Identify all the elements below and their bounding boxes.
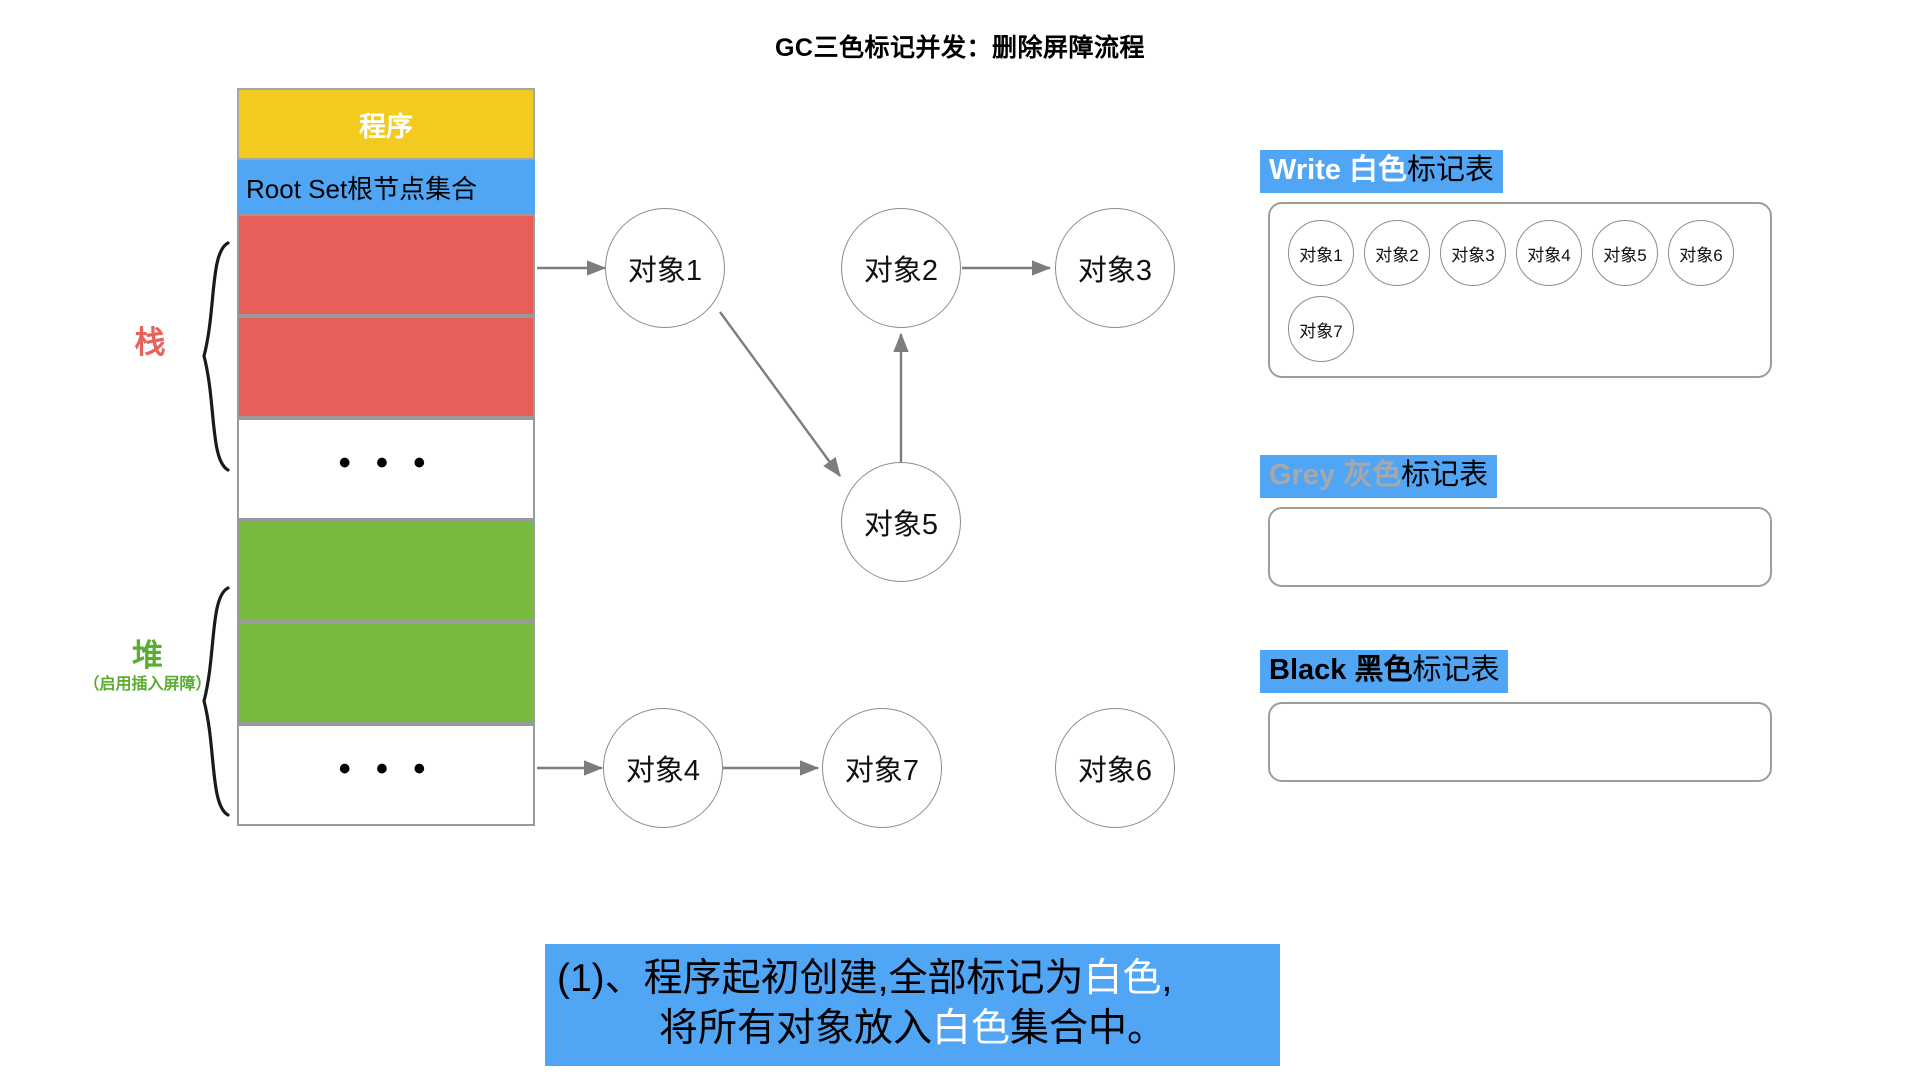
stack-slot-2 (237, 316, 535, 418)
memory-column: 程序 Root Set根节点集合 • • • • • • (237, 88, 535, 826)
grey-header-tail: 标记表 (1401, 459, 1489, 491)
black-header-keyword: Black 黑色 (1269, 654, 1413, 686)
heap-brace (202, 586, 230, 817)
page-title: GC三色标记并发：删除屏障流程 (774, 34, 1145, 62)
white-mark-table-header: Write 白色标记表 (1260, 150, 1504, 194)
caption-line-2: 将所有对象放入白色集合中。 (545, 1004, 1280, 1054)
black-header-tail: 标记表 (1412, 654, 1500, 686)
grey-mark-table-header: Grey 灰色标记表 (1260, 455, 1498, 499)
step-caption: (1)、程序起初创建,全部标记为白色, 将所有对象放入白色集合中。 (545, 944, 1280, 1066)
mark-chip[interactable]: 对象1 (1288, 220, 1354, 286)
heap-label-text: 堆 (132, 638, 163, 673)
mark-chip[interactable]: 对象5 (1592, 220, 1658, 286)
mark-chip[interactable]: 对象2 (1364, 220, 1430, 286)
mark-chip[interactable]: 对象7 (1288, 296, 1354, 362)
program-box: 程序 (237, 88, 535, 160)
graph-node-obj3[interactable]: 对象3 (1055, 208, 1175, 328)
graph-node-obj1[interactable]: 对象1 (605, 208, 725, 328)
mark-chip[interactable]: 对象3 (1440, 220, 1506, 286)
white-mark-table-body: 对象1 对象2 对象3 对象4 对象5 对象6 对象7 (1268, 202, 1772, 378)
stack-label-text: 栈 (134, 325, 166, 360)
graph-node-obj6[interactable]: 对象6 (1055, 708, 1175, 828)
caption-line2-highlight: 白色 (931, 1006, 1010, 1050)
white-header-keyword: Write 白色 (1269, 154, 1408, 186)
white-header-tail: 标记表 (1407, 154, 1495, 186)
caption-line1-pre: (1)、程序起初创建,全部标记为 (557, 957, 1084, 1000)
program-label: 程序 (359, 111, 413, 142)
heap-sublabel-text: （启用插入屏障） (83, 675, 212, 693)
caption-line-1: (1)、程序起初创建,全部标记为白色, (545, 954, 1280, 1004)
ellipsis-dots: • • • (338, 750, 434, 788)
caption-line1-post: , (1161, 957, 1173, 1000)
black-mark-table-body (1268, 702, 1772, 782)
black-mark-table-header: Black 黑色标记表 (1260, 650, 1509, 694)
stack-slot-ellipsis: • • • (237, 418, 535, 520)
edge-obj1-to-obj5 (719, 311, 841, 477)
mark-chip[interactable]: 对象4 (1516, 220, 1582, 286)
grey-mark-table-body (1268, 507, 1772, 587)
stack-group-label: 栈 (90, 325, 210, 361)
caption-line2-pre: 将所有对象放入 (658, 1006, 932, 1050)
graph-node-obj7[interactable]: 对象7 (822, 708, 942, 828)
heap-group-label: 堆 （启用插入屏障） (40, 638, 255, 694)
graph-node-obj4[interactable]: 对象4 (603, 708, 723, 828)
ellipsis-dots: • • • (338, 444, 434, 482)
grey-header-keyword: Grey 灰色 (1269, 459, 1402, 491)
graph-node-obj2[interactable]: 对象2 (841, 208, 961, 328)
stack-slot-1 (237, 214, 535, 316)
caption-line1-highlight: 白色 (1083, 957, 1162, 1000)
graph-node-obj5[interactable]: 对象5 (841, 462, 961, 582)
heap-slot-2 (237, 622, 535, 724)
root-set-box: Root Set根节点集合 (237, 160, 535, 214)
heap-slot-ellipsis: • • • (237, 724, 535, 826)
caption-line2-post: 集合中。 (1010, 1006, 1167, 1050)
heap-slot-1 (237, 520, 535, 622)
root-set-label: Root Set根节点集合 (246, 173, 478, 204)
mark-chip[interactable]: 对象6 (1668, 220, 1734, 286)
